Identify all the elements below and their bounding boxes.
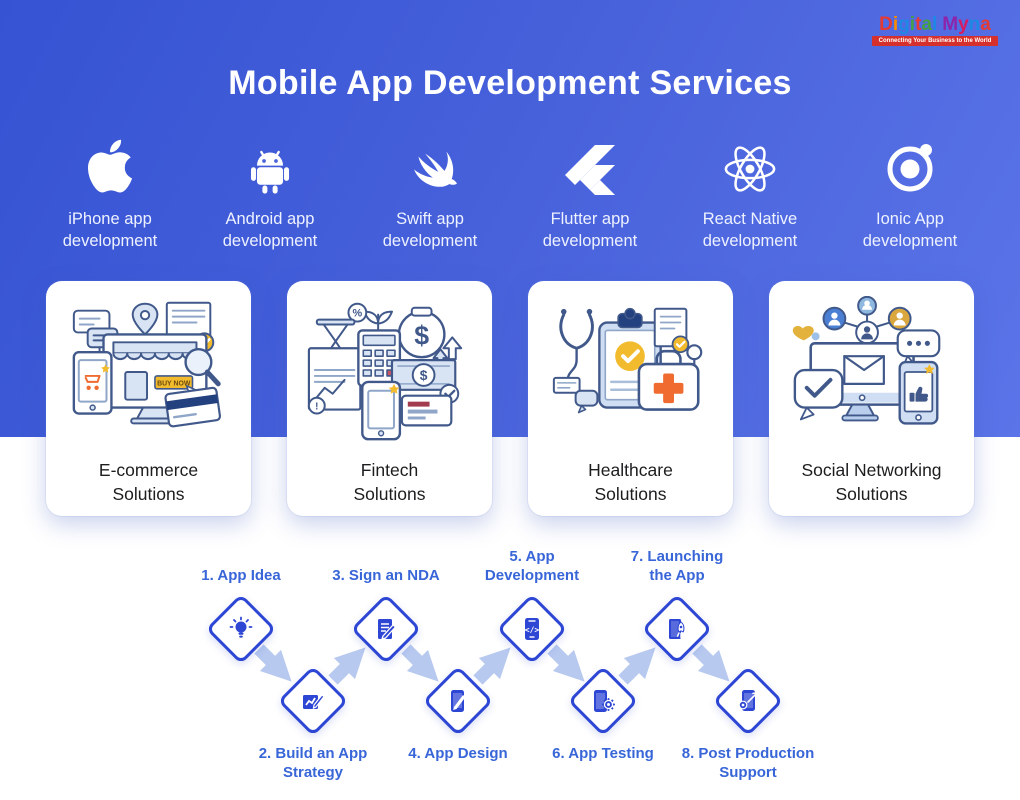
brand-letter: M [942, 14, 959, 35]
ionic-icon [882, 130, 938, 196]
social-illustration [783, 293, 961, 449]
svg-text:BUY NOW: BUY NOW [157, 380, 191, 387]
page-title: Mobile App Development Services [228, 64, 792, 102]
flutter-icon [565, 130, 615, 196]
step-diamond-5: </> [496, 593, 568, 665]
card-ecommerce: BUY NOW [46, 281, 251, 516]
solution-cards: BUY NOW [46, 281, 974, 516]
platform-android: Android app development [194, 130, 346, 253]
step-diamond-1 [205, 593, 277, 665]
fintech-illustration: $ % [301, 293, 479, 449]
platform-swift: Swift app development [354, 130, 506, 253]
platform-react: React Native development [674, 130, 826, 253]
card-label: E-commerce Solutions [98, 459, 199, 504]
platform-label: React Native development [702, 210, 798, 250]
brand-tagline: Connecting Your Business to the World [872, 36, 998, 46]
platform-label: iPhone app development [62, 210, 158, 250]
brand-letter: i [892, 14, 899, 35]
launch-icon [655, 607, 699, 651]
step-label-2: 2. Build an App Strategy [258, 745, 368, 781]
platform-label: Ionic App development [862, 210, 958, 250]
brand-letter: a [921, 14, 932, 35]
platform-label: Swift app development [382, 210, 478, 250]
nda-icon [364, 607, 408, 651]
platform-label: Android app development [222, 210, 318, 250]
step-diamond-8 [712, 665, 784, 737]
brand-letter: l [931, 14, 938, 35]
idea-icon [219, 607, 263, 651]
react-icon [719, 130, 781, 196]
step-label-3: 3. Sign an NDA [332, 567, 440, 584]
apple-icon [85, 130, 135, 196]
brand-letter: t [915, 14, 922, 35]
brand-letter: i [909, 14, 916, 35]
card-healthcare: Healthcare Solutions [528, 281, 733, 516]
step-label-5: 5. App Development [484, 548, 580, 584]
platform-flutter: Flutter app development [514, 130, 666, 253]
development-icon: </> [510, 607, 554, 651]
card-fintech: $ % [287, 281, 492, 516]
step-diamond-3 [350, 593, 422, 665]
strategy-icon [291, 679, 335, 723]
svg-text:</>: </> [525, 626, 540, 635]
ecommerce-illustration: BUY NOW [60, 293, 238, 449]
brand-letter: n [968, 14, 981, 35]
support-icon [726, 679, 770, 723]
brand-letter: g [898, 14, 910, 35]
step-label-6: 6. App Testing [552, 745, 654, 762]
svg-text:!: ! [315, 402, 318, 413]
platform-iphone: iPhone app development [34, 130, 186, 253]
brand-letter: a [980, 14, 991, 35]
brand-letter: D [879, 14, 893, 35]
step-diamond-6 [567, 665, 639, 737]
svg-text:$: $ [419, 367, 427, 383]
step-diamond-4 [422, 665, 494, 737]
platform-ionic: Ionic App development [834, 130, 986, 253]
svg-text:$: $ [414, 320, 429, 350]
svg-text:%: % [352, 308, 362, 320]
platforms-row: iPhone app development Android app devel… [34, 130, 986, 253]
testing-icon [581, 679, 625, 723]
brand-letter: y [958, 14, 969, 35]
card-label: Social Networking Solutions [801, 459, 942, 504]
healthcare-illustration [542, 293, 720, 449]
step-label-8: 8. Post Production Support [681, 745, 815, 781]
step-diamond-2 [277, 665, 349, 737]
android-icon [246, 130, 294, 196]
card-social: Social Networking Solutions [769, 281, 974, 516]
step-label-4: 4. App Design [408, 745, 508, 762]
step-label-1: 1. App Idea [201, 567, 281, 584]
design-icon [436, 679, 480, 723]
step-diamond-7 [641, 593, 713, 665]
card-label: Fintech Solutions [353, 459, 426, 504]
swift-icon [399, 130, 461, 196]
step-label-7: 7. Launching the App [630, 548, 724, 584]
card-label: Healthcare Solutions [588, 459, 673, 504]
platform-label: Flutter app development [542, 210, 638, 250]
